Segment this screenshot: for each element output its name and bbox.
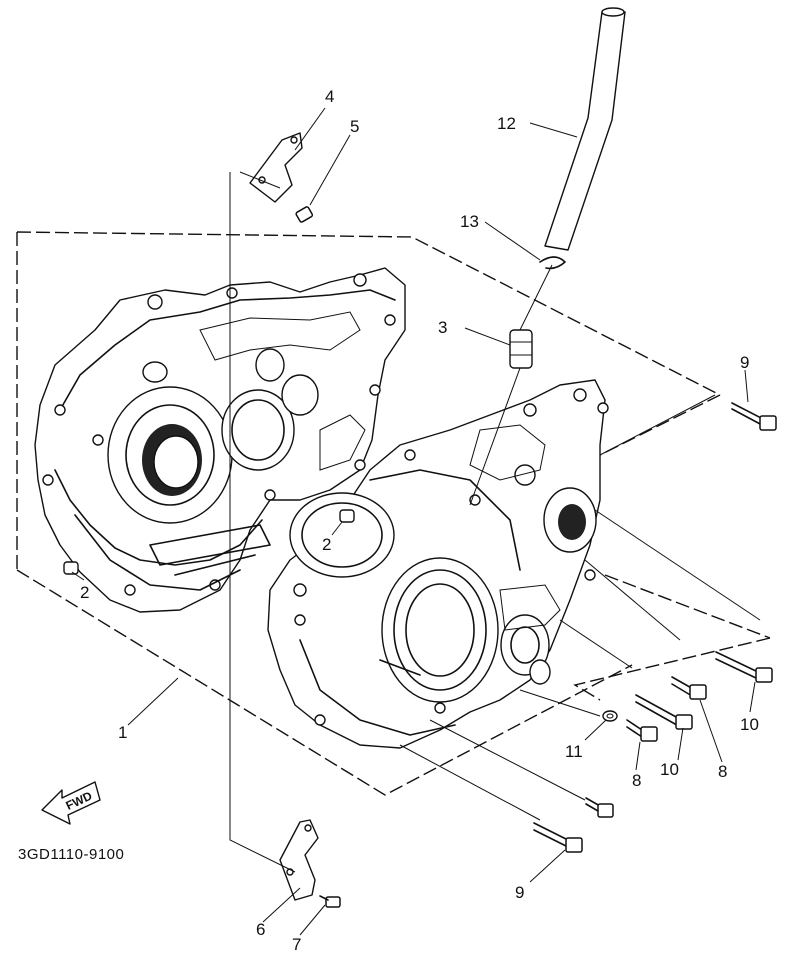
callout-13: 13 — [460, 212, 479, 231]
callout-2-left: 2 — [80, 583, 89, 602]
bolt-9-upper — [731, 402, 777, 431]
assembly-boundary — [16, 231, 771, 796]
leader-fitting-to-case — [469, 367, 521, 506]
callout-11: 11 — [565, 742, 583, 761]
leader-plate-left — [229, 172, 296, 873]
callout-9-lower: 9 — [515, 883, 524, 902]
screw-top — [295, 206, 314, 223]
callout-8-right: 8 — [718, 762, 727, 781]
callout-2-middle: 2 — [322, 535, 331, 554]
left-crankcase-half — [34, 267, 406, 613]
bolt-8-middle — [626, 719, 658, 742]
fwd-arrow-icon: FWD — [41, 781, 101, 825]
callout-7: 7 — [292, 935, 301, 954]
callout-3: 3 — [438, 318, 447, 337]
screw-bottom — [319, 895, 341, 908]
callout-12: 12 — [497, 114, 516, 133]
bolt-8-right — [671, 676, 707, 700]
bolt-10-right — [715, 651, 773, 683]
leader-plate-top — [239, 171, 281, 189]
dowel-pin-middle — [339, 509, 355, 523]
callout-10-right: 10 — [740, 715, 759, 734]
callout-numbers: 1 2 2 3 4 5 6 7 8 8 9 9 10 10 11 12 13 — [80, 87, 759, 954]
callout-6: 6 — [256, 920, 265, 939]
bolt-10-middle — [635, 694, 693, 730]
right-crankcase-half — [267, 379, 609, 749]
washer — [602, 710, 618, 722]
callout-9-upper: 9 — [740, 353, 749, 372]
diagram-code: 3GD1110-9100 — [18, 846, 124, 863]
callout-8-lower: 8 — [632, 771, 641, 790]
callout-4: 4 — [325, 87, 334, 106]
breather-hose — [544, 7, 626, 251]
leader-fitting-axis — [519, 264, 553, 331]
callout-5: 5 — [350, 117, 359, 136]
bolt-leaders — [399, 394, 761, 821]
dowel-pin-left — [63, 561, 79, 575]
callout-leaders — [71, 107, 756, 936]
retainer-plate-top — [249, 132, 303, 203]
breather-fitting — [509, 329, 533, 369]
bolt-8-lower — [585, 797, 614, 818]
hose-clip — [539, 256, 566, 270]
bolt-9-lower — [533, 822, 583, 853]
callout-10-middle: 10 — [660, 760, 679, 779]
callout-1: 1 — [118, 723, 127, 742]
retainer-plate-bottom — [279, 819, 319, 901]
